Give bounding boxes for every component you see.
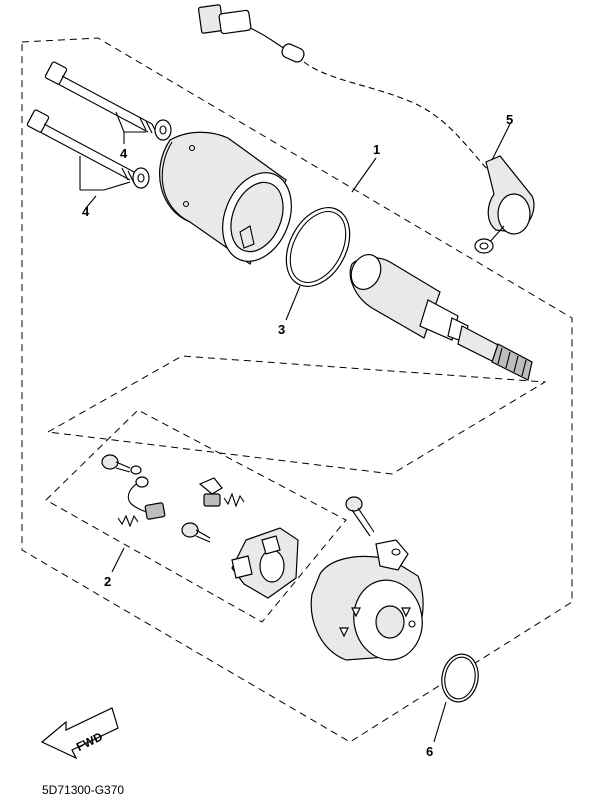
callout-4-lower: 4: [82, 204, 90, 219]
o-ring-lower: [441, 653, 479, 703]
yoke-housing: [159, 131, 292, 265]
assembly-boundary: [21, 37, 573, 743]
brush-holder-clip: [198, 477, 223, 507]
callout-5: 5: [506, 112, 513, 127]
leader-6: [433, 701, 447, 743]
brush-plate: [231, 527, 299, 599]
connector-body: [218, 9, 252, 35]
leader-4a: [115, 111, 146, 144]
lead-wire-assembly: [197, 4, 535, 254]
leader-1: [351, 157, 377, 193]
brush-1: [144, 502, 166, 520]
washer-upper: [154, 119, 172, 141]
brush-screw-2: [181, 522, 211, 543]
diagram-code: 5D71300-G370: [42, 783, 125, 797]
leader-4b: [79, 156, 131, 209]
callout-2: 2: [104, 574, 111, 589]
end-cover-screw: [345, 496, 375, 537]
leader-2: [111, 547, 125, 573]
armature-region: [46, 355, 547, 475]
washer-lower: [132, 167, 150, 189]
spring-1: [117, 514, 139, 528]
end-cover: [310, 539, 424, 661]
ring-terminal-hole: [479, 242, 489, 250]
leader-5: [491, 123, 511, 161]
wire-sleeve: [281, 43, 305, 63]
bolt-upper: [44, 61, 172, 141]
wire-lead-2: [303, 61, 489, 171]
ring-terminal: [474, 238, 494, 254]
callout-3: 3: [278, 322, 285, 337]
leader-3: [285, 285, 301, 321]
fwd-arrow-icon: FWD: [40, 707, 119, 760]
bolt-lower: [26, 109, 150, 189]
callout-6: 6: [426, 744, 433, 759]
callout-4-upper: 4: [120, 146, 128, 161]
callout-1: 1: [373, 142, 380, 157]
brush-screw-1: [101, 454, 142, 475]
spring-2: [223, 492, 245, 508]
wire-boot-end: [497, 193, 531, 235]
brush-set-region: [45, 409, 347, 623]
armature: [349, 253, 533, 381]
